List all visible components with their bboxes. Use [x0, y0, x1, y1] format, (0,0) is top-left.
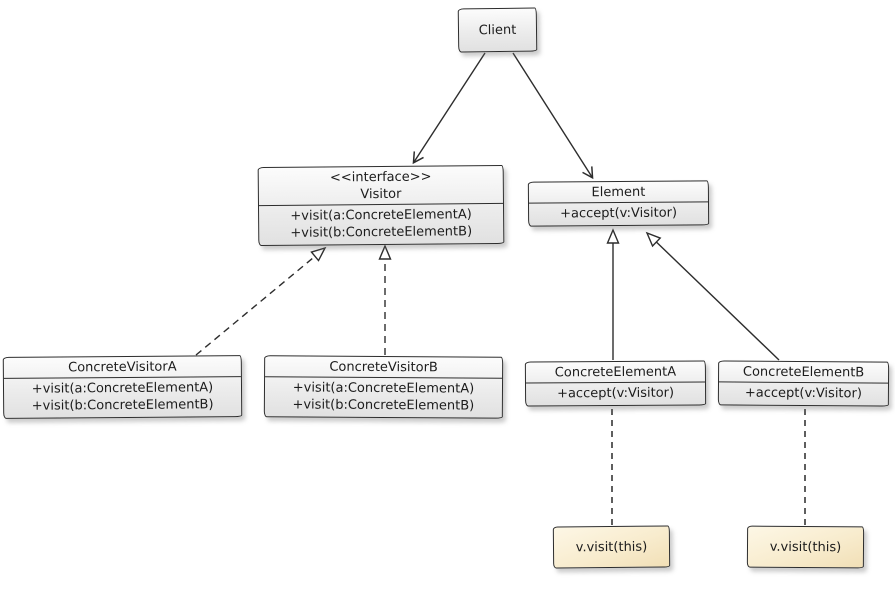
class-visitor-header: <<interface>> Visitor: [258, 165, 503, 207]
note-v-visit-this-b[interactable]: v.visit(this): [746, 525, 865, 569]
class-concrete-visitor-a-methods: +visit(a:ConcreteElementA) +visit(b:Conc…: [4, 377, 241, 418]
method: +visit(b:ConcreteElementB): [290, 224, 473, 241]
edge-client-to-element: [512, 52, 594, 180]
class-concrete-visitor-a[interactable]: ConcreteVisitorA +visit(a:ConcreteElemen…: [2, 355, 243, 419]
class-visitor-name: Visitor: [360, 186, 402, 203]
class-element-name: Element: [591, 184, 646, 201]
edge-concreteelementb-extends-element: [645, 231, 780, 361]
method: +visit(a:ConcreteElementA): [290, 207, 472, 224]
class-concrete-element-b-methods: +accept(v:Visitor): [719, 382, 888, 405]
class-client-name: Client: [478, 22, 517, 38]
class-concrete-element-b[interactable]: ConcreteElementB +accept(v:Visitor): [717, 360, 890, 407]
class-element[interactable]: Element +accept(v:Visitor): [527, 180, 710, 227]
method: +accept(v:Visitor): [557, 385, 675, 402]
edge-client-to-visitor: [412, 52, 486, 165]
class-concrete-visitor-a-name: ConcreteVisitorA: [68, 359, 177, 376]
class-concrete-visitor-b-methods: +visit(a:ConcreteElementA) +visit(b:Conc…: [265, 377, 502, 417]
method: +visit(b:ConcreteElementB): [292, 397, 475, 414]
class-concrete-element-a-header: ConcreteElementA: [525, 361, 705, 384]
class-concrete-element-a-methods: +accept(v:Visitor): [526, 382, 705, 405]
class-concrete-visitor-b-header: ConcreteVisitorB: [265, 356, 503, 379]
note-text: v.visit(this): [575, 539, 648, 555]
class-visitor-methods: +visit(a:ConcreteElementA) +visit(b:Conc…: [259, 204, 503, 245]
class-concrete-visitor-b[interactable]: ConcreteVisitorB +visit(a:ConcreteElemen…: [263, 355, 504, 419]
class-visitor[interactable]: <<interface>> Visitor +visit(a:ConcreteE…: [257, 164, 505, 247]
class-client-header: Client: [479, 21, 517, 38]
method: +visit(a:ConcreteElementA): [31, 380, 214, 397]
class-concrete-element-b-header: ConcreteElementB: [719, 361, 889, 384]
edge-concretevisitora-realizes-visitor: [195, 246, 327, 356]
note-text: v.visit(this): [769, 539, 842, 555]
class-concrete-element-a-name: ConcreteElementA: [554, 364, 677, 381]
method: +visit(a:ConcreteElementA): [292, 380, 475, 397]
class-concrete-visitor-a-header: ConcreteVisitorA: [3, 356, 241, 379]
class-element-header: Element: [528, 181, 708, 204]
class-element-methods: +accept(v:Visitor): [529, 202, 708, 225]
method: +accept(v:Visitor): [744, 385, 862, 402]
method: +visit(b:ConcreteElementB): [31, 397, 214, 414]
method: +accept(v:Visitor): [560, 205, 678, 222]
class-concrete-element-a[interactable]: ConcreteElementA +accept(v:Visitor): [524, 360, 707, 407]
note-v-visit-this-a[interactable]: v.visit(this): [552, 525, 671, 569]
class-visitor-stereotype: <<interface>>: [329, 169, 432, 186]
class-client[interactable]: Client: [457, 7, 538, 53]
class-concrete-element-b-name: ConcreteElementB: [742, 364, 865, 381]
class-concrete-visitor-b-name: ConcreteVisitorB: [329, 359, 438, 376]
